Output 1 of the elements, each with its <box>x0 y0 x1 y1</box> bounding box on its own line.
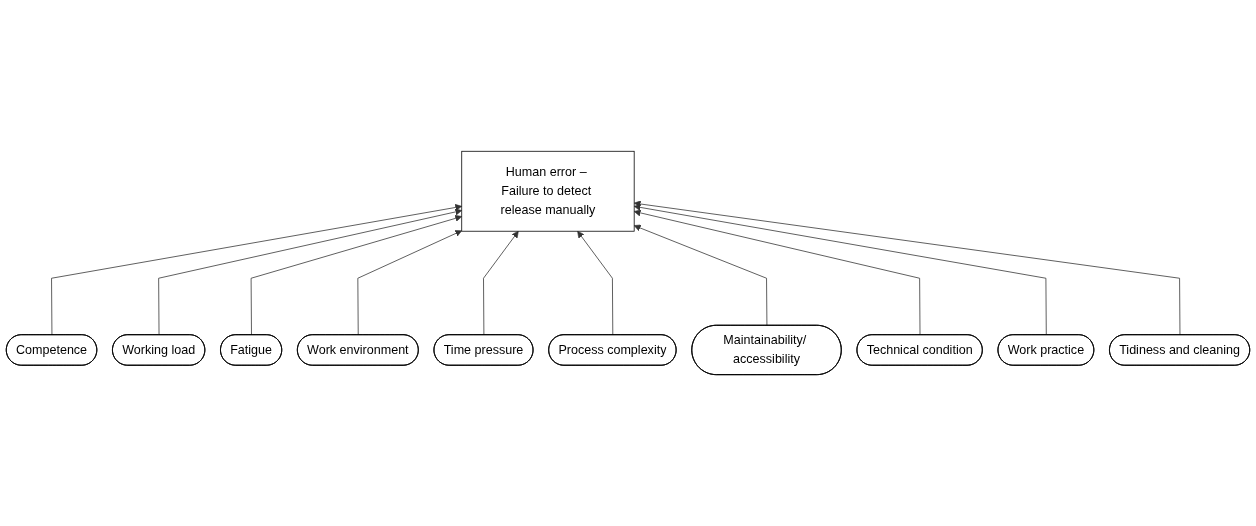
node-box: Human error – Failure to detect release manually <box>461 150 635 232</box>
